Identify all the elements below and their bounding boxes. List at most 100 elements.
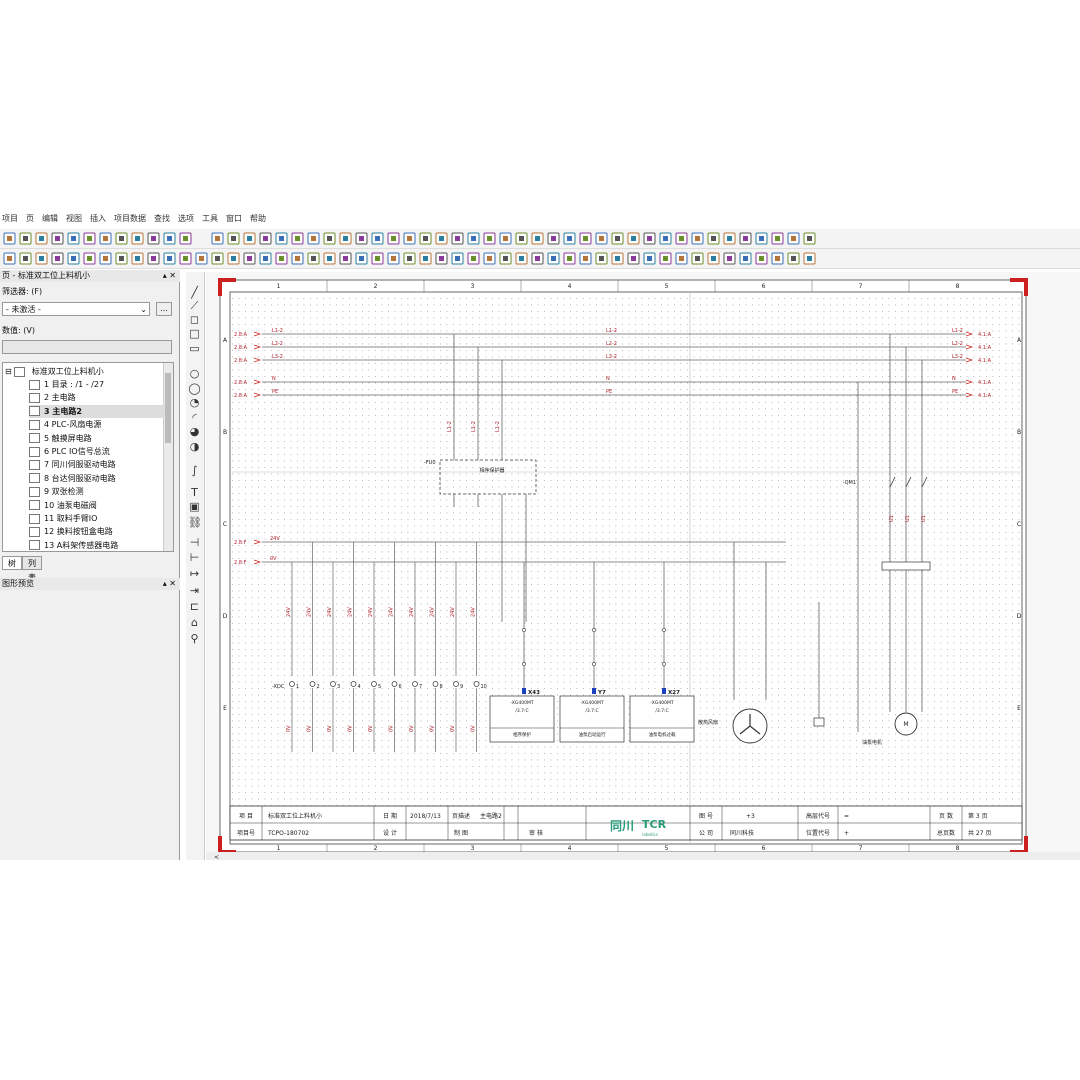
toolbar-button-icon[interactable] xyxy=(355,232,368,245)
menu-item-4[interactable]: 插入 xyxy=(90,213,106,223)
toolbar-button-icon[interactable] xyxy=(211,232,224,245)
toolbar-button-icon[interactable] xyxy=(803,232,816,245)
tree-scrollbar[interactable] xyxy=(163,363,173,551)
toolbar-button-icon[interactable] xyxy=(259,232,272,245)
toolbar-button-icon[interactable] xyxy=(755,232,768,245)
tree-page-item[interactable]: 11 取料手臂IO xyxy=(29,512,165,525)
toolbar-button-icon[interactable] xyxy=(387,232,400,245)
tree-page-item[interactable]: 5 触摸屏电路 xyxy=(29,432,165,445)
toolbar-button-icon[interactable] xyxy=(787,252,800,265)
toolbar-button-icon[interactable] xyxy=(611,252,624,265)
toolbar-button-icon[interactable] xyxy=(67,252,80,265)
toolbar-icons-row-1[interactable] xyxy=(0,229,1080,249)
toolbar-button-icon[interactable] xyxy=(435,252,448,265)
preview-pin-close-icon[interactable]: ▴ ✕ xyxy=(162,579,176,588)
toolbar-button-icon[interactable] xyxy=(739,252,752,265)
toolbar-button-icon[interactable] xyxy=(627,252,640,265)
toolbar-button-icon[interactable] xyxy=(627,232,640,245)
toolbar-button-icon[interactable] xyxy=(275,252,288,265)
toolbar-button-icon[interactable] xyxy=(163,252,176,265)
toolbar-button-icon[interactable] xyxy=(339,252,352,265)
toolbar-button-icon[interactable] xyxy=(259,252,272,265)
toolbar-button-icon[interactable] xyxy=(643,232,656,245)
toolbar-button-icon[interactable] xyxy=(131,232,144,245)
filter-select[interactable]: - 未激活 - ⌄ xyxy=(2,302,150,316)
toolbar-button-icon[interactable] xyxy=(99,252,112,265)
toolbar-button-icon[interactable] xyxy=(467,252,480,265)
toolbar-button-icon[interactable] xyxy=(195,252,208,265)
spline-tool-icon[interactable]: ∫ xyxy=(191,464,198,477)
toolbar-button-icon[interactable] xyxy=(67,232,80,245)
rectangle-tool-icon[interactable]: ◻ xyxy=(189,313,200,326)
toolbar-button-icon[interactable] xyxy=(563,232,576,245)
tree-scroll-thumb[interactable] xyxy=(165,373,171,443)
menu-item-0[interactable]: 项目 xyxy=(2,213,18,223)
toolbar-button-icon[interactable] xyxy=(371,252,384,265)
tree-page-item[interactable]: 7 同川伺服驱动电路 xyxy=(29,458,165,471)
toolbar-button-icon[interactable] xyxy=(99,232,112,245)
toolbar-button-icon[interactable] xyxy=(419,232,432,245)
toolbar-button-icon[interactable] xyxy=(179,252,192,265)
panel-pin-close-icon[interactable]: ▴ ✕ xyxy=(162,271,176,280)
toolbar-button-icon[interactable] xyxy=(803,252,816,265)
arc-tool-icon[interactable]: ◔ xyxy=(189,396,200,409)
filter-more-button[interactable]: ... xyxy=(156,302,172,316)
toolbar-button-icon[interactable] xyxy=(227,252,240,265)
toolbar-button-icon[interactable] xyxy=(547,252,560,265)
toolbar-button-icon[interactable] xyxy=(531,232,544,245)
frame-tool-icon[interactable]: ▭ xyxy=(189,342,200,355)
toolbar-button-icon[interactable] xyxy=(515,252,528,265)
menu-item-8[interactable]: 工具 xyxy=(202,213,218,223)
toolbar-button-icon[interactable] xyxy=(291,252,304,265)
toolbar-button-icon[interactable] xyxy=(147,252,160,265)
ellipse-tool-icon[interactable]: ◯ xyxy=(188,382,201,395)
toolbar-button-icon[interactable] xyxy=(435,232,448,245)
toolbar-button-icon[interactable] xyxy=(499,232,512,245)
tree-page-item[interactable]: 8 台达伺服驱动电路 xyxy=(29,472,165,485)
tab-tree[interactable]: 树 xyxy=(2,556,22,570)
menu-item-10[interactable]: 帮助 xyxy=(250,213,266,223)
toolbar-button-icon[interactable] xyxy=(675,232,688,245)
circle-tool-icon[interactable]: ○ xyxy=(189,367,200,380)
tree-page-item[interactable]: 6 PLC IO信号总流 xyxy=(29,445,165,458)
toolbar-button-icon[interactable] xyxy=(387,252,400,265)
tree-page-item[interactable]: 10 油泵电磁阀 xyxy=(29,499,165,512)
polyline-tool-icon[interactable]: ⟋ xyxy=(190,299,199,312)
dimension-tool-icon[interactable]: ⊢ xyxy=(189,551,200,564)
toolbar-button-icon[interactable] xyxy=(275,232,288,245)
tree-root[interactable]: ⊟ 标准双工位上料机小 xyxy=(5,365,104,378)
toolbar-button-icon[interactable] xyxy=(115,252,128,265)
toolbar-button-icon[interactable] xyxy=(227,232,240,245)
toolbar-button-icon[interactable] xyxy=(131,252,144,265)
toolbar-button-icon[interactable] xyxy=(675,252,688,265)
toolbar-button-icon[interactable] xyxy=(307,232,320,245)
toolbar-button-icon[interactable] xyxy=(403,252,416,265)
toolbar-button-icon[interactable] xyxy=(467,232,480,245)
toolbar-button-icon[interactable] xyxy=(51,232,64,245)
tree-page-item[interactable]: 4 PLC-风扇电源 xyxy=(29,418,165,431)
toolbar-button-icon[interactable] xyxy=(739,232,752,245)
toolbar-button-icon[interactable] xyxy=(35,232,48,245)
bracket-tool-icon[interactable]: ⊏ xyxy=(189,600,200,613)
menu-item-3[interactable]: 视图 xyxy=(66,213,82,223)
toolbar-button-icon[interactable] xyxy=(19,232,32,245)
toolbar-button-icon[interactable] xyxy=(771,232,784,245)
toolbar-button-icon[interactable] xyxy=(547,232,560,245)
toolbar-button-icon[interactable] xyxy=(723,252,736,265)
toolbar-button-icon[interactable] xyxy=(339,232,352,245)
toolbar-button-icon[interactable] xyxy=(499,252,512,265)
toolbar-button-icon[interactable] xyxy=(147,232,160,245)
toolbar-button-icon[interactable] xyxy=(707,252,720,265)
toolbar-button-icon[interactable] xyxy=(115,232,128,245)
toolbar-button-icon[interactable] xyxy=(355,252,368,265)
toolbar-button-icon[interactable] xyxy=(3,232,16,245)
toolbar-button-icon[interactable] xyxy=(323,252,336,265)
image-tool-icon[interactable]: ▣ xyxy=(189,500,200,513)
menu-item-2[interactable]: 编辑 xyxy=(42,213,58,223)
toolbar-button-icon[interactable] xyxy=(291,232,304,245)
collapse-icon[interactable]: ⊟ xyxy=(5,367,12,376)
pie-tool-icon[interactable]: ◑ xyxy=(189,440,200,453)
sector-tool-icon[interactable]: ◕ xyxy=(189,425,200,438)
tree-page-item[interactable]: 12 换料按钮盒电路 xyxy=(29,525,165,538)
